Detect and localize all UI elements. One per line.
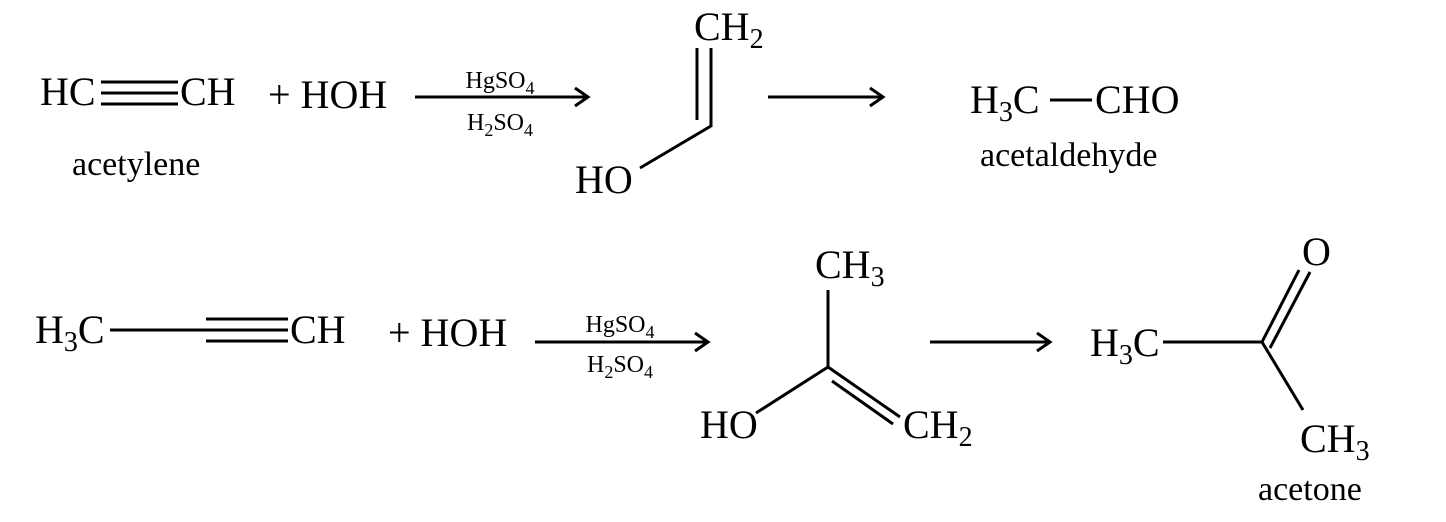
propenol-ch2: CH2 (903, 402, 973, 453)
acetone-oxygen: O (1302, 229, 1331, 274)
propyne-ch: CH (290, 307, 346, 352)
propenol-ch3: CH3 (815, 242, 885, 293)
reaction-arrow-1 (415, 86, 591, 108)
acetylene-label: acetylene (72, 146, 200, 183)
reaction-1: HC CH + HOH HgSO4 H2SO4 acetylene CH2 HO… (40, 4, 1179, 202)
acetaldehyde-ch3: H3C (970, 77, 1040, 128)
reaction-arrow-4 (930, 331, 1053, 353)
reaction-2: H3C CH + HOH HgSO4 H2SO4 CH3 HO CH2 H3 (35, 229, 1370, 508)
acetylene-right: CH (180, 69, 236, 114)
reaction-arrow-3 (535, 331, 711, 353)
catalyst-bottom: H2SO4 (467, 110, 533, 140)
propyne-bonds (110, 317, 288, 343)
acetaldehyde-label: acetaldehyde (980, 137, 1157, 174)
catalyst-top: HgSO4 (585, 312, 654, 342)
propenol-oh: HO (700, 402, 758, 447)
triple-bond (101, 80, 178, 106)
acetaldehyde-cho: CHO (1095, 77, 1179, 122)
acetone-bonds (1163, 269, 1312, 411)
acetone-ch3-left: H3C (1090, 320, 1160, 371)
plus-water: + HOH (268, 72, 387, 117)
vinyl-alcohol-oh: HO (575, 157, 633, 202)
acetone-ch3-bottom: CH3 (1300, 416, 1370, 467)
vinyl-alcohol-ch2: CH2 (694, 4, 764, 55)
catalyst-top: HgSO4 (465, 68, 534, 98)
catalyst-bottom: H2SO4 (587, 352, 653, 382)
vinyl-alcohol-bonds (639, 48, 713, 170)
acetone-label: acetone (1258, 471, 1362, 508)
propenol-bonds (755, 290, 901, 426)
plus-water: + HOH (388, 310, 507, 355)
propyne-ch3: H3C (35, 307, 105, 358)
acetylene-left: HC (40, 69, 96, 114)
reaction-arrow-2 (768, 86, 886, 108)
